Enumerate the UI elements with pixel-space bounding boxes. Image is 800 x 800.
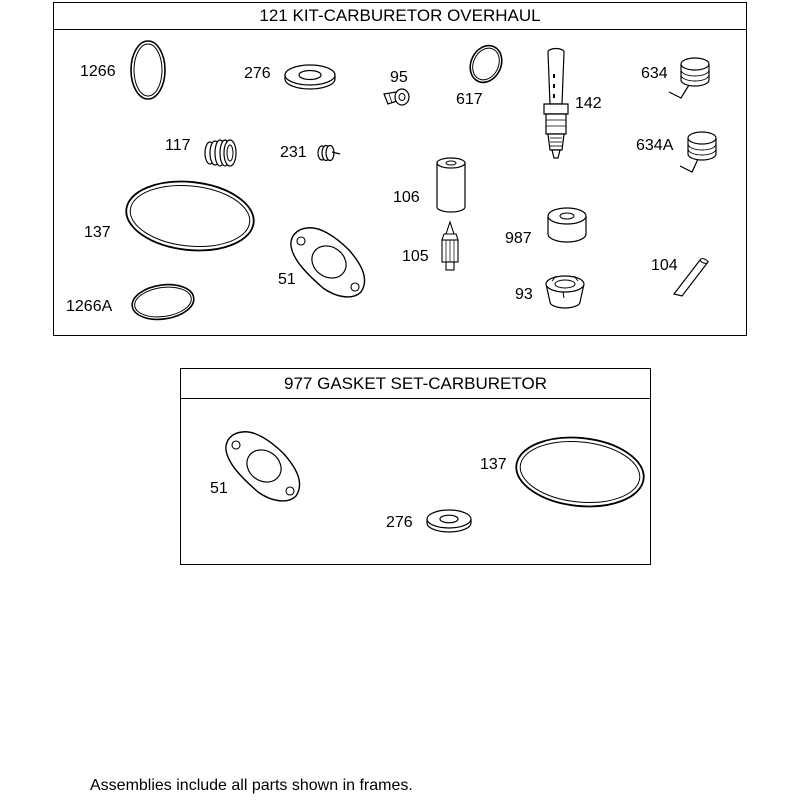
- gasket-frame-title: 977 GASKET SET-CARBURETOR: [181, 369, 650, 399]
- gasket-set-51-drawing: [225, 431, 301, 502]
- label-137: 137: [84, 224, 111, 241]
- label-276: 276: [244, 65, 271, 82]
- label-51: 51: [278, 271, 296, 288]
- needle-valve-105-drawing: [441, 220, 459, 271]
- label-142: 142: [575, 95, 602, 112]
- kit-carburetor-overhaul-frame: 121 KIT-CARBURETOR OVERHAUL: [53, 2, 747, 336]
- seat-93-drawing: [545, 275, 585, 309]
- o-ring-1266-drawing: [130, 40, 166, 100]
- clip-231-drawing: [317, 144, 341, 162]
- gasket-137-drawing: [125, 180, 255, 252]
- label-93: 93: [515, 286, 533, 303]
- o-ring-617-drawing: [469, 44, 503, 84]
- kit-frame-title: 121 KIT-CARBURETOR OVERHAUL: [54, 3, 746, 30]
- label-gasket-137: 137: [480, 456, 507, 473]
- label-105: 105: [402, 248, 429, 265]
- label-617: 617: [456, 91, 483, 108]
- label-95: 95: [390, 69, 408, 86]
- gasket-set-276-drawing: [426, 509, 472, 533]
- label-106: 106: [393, 189, 420, 206]
- spring-117-drawing: [204, 139, 237, 167]
- gasket-set-137-drawing: [515, 436, 645, 508]
- gasket-51-drawing: [290, 227, 366, 298]
- emulsion-tube-142-drawing: [543, 47, 569, 159]
- label-1266: 1266: [80, 63, 116, 80]
- label-104: 104: [651, 257, 678, 274]
- pin-104-drawing: [672, 258, 710, 297]
- washer-276-drawing: [284, 64, 336, 90]
- label-117: 117: [165, 137, 191, 154]
- label-gasket-276: 276: [386, 514, 413, 531]
- bushing-987-drawing: [547, 207, 587, 243]
- label-1266a: 1266A: [66, 298, 113, 315]
- fitting-95-drawing: [383, 88, 410, 106]
- o-ring-1266a-drawing: [131, 283, 195, 321]
- spring-634-drawing: [668, 57, 710, 99]
- float-106-drawing: [436, 157, 466, 213]
- label-634a: 634A: [636, 137, 674, 154]
- label-634: 634: [641, 65, 668, 82]
- label-987: 987: [505, 230, 532, 247]
- footer-note: Assemblies include all parts shown in fr…: [90, 777, 413, 794]
- label-gasket-51: 51: [210, 480, 228, 497]
- label-231: 231: [280, 144, 307, 161]
- spring-634a-drawing: [679, 131, 717, 173]
